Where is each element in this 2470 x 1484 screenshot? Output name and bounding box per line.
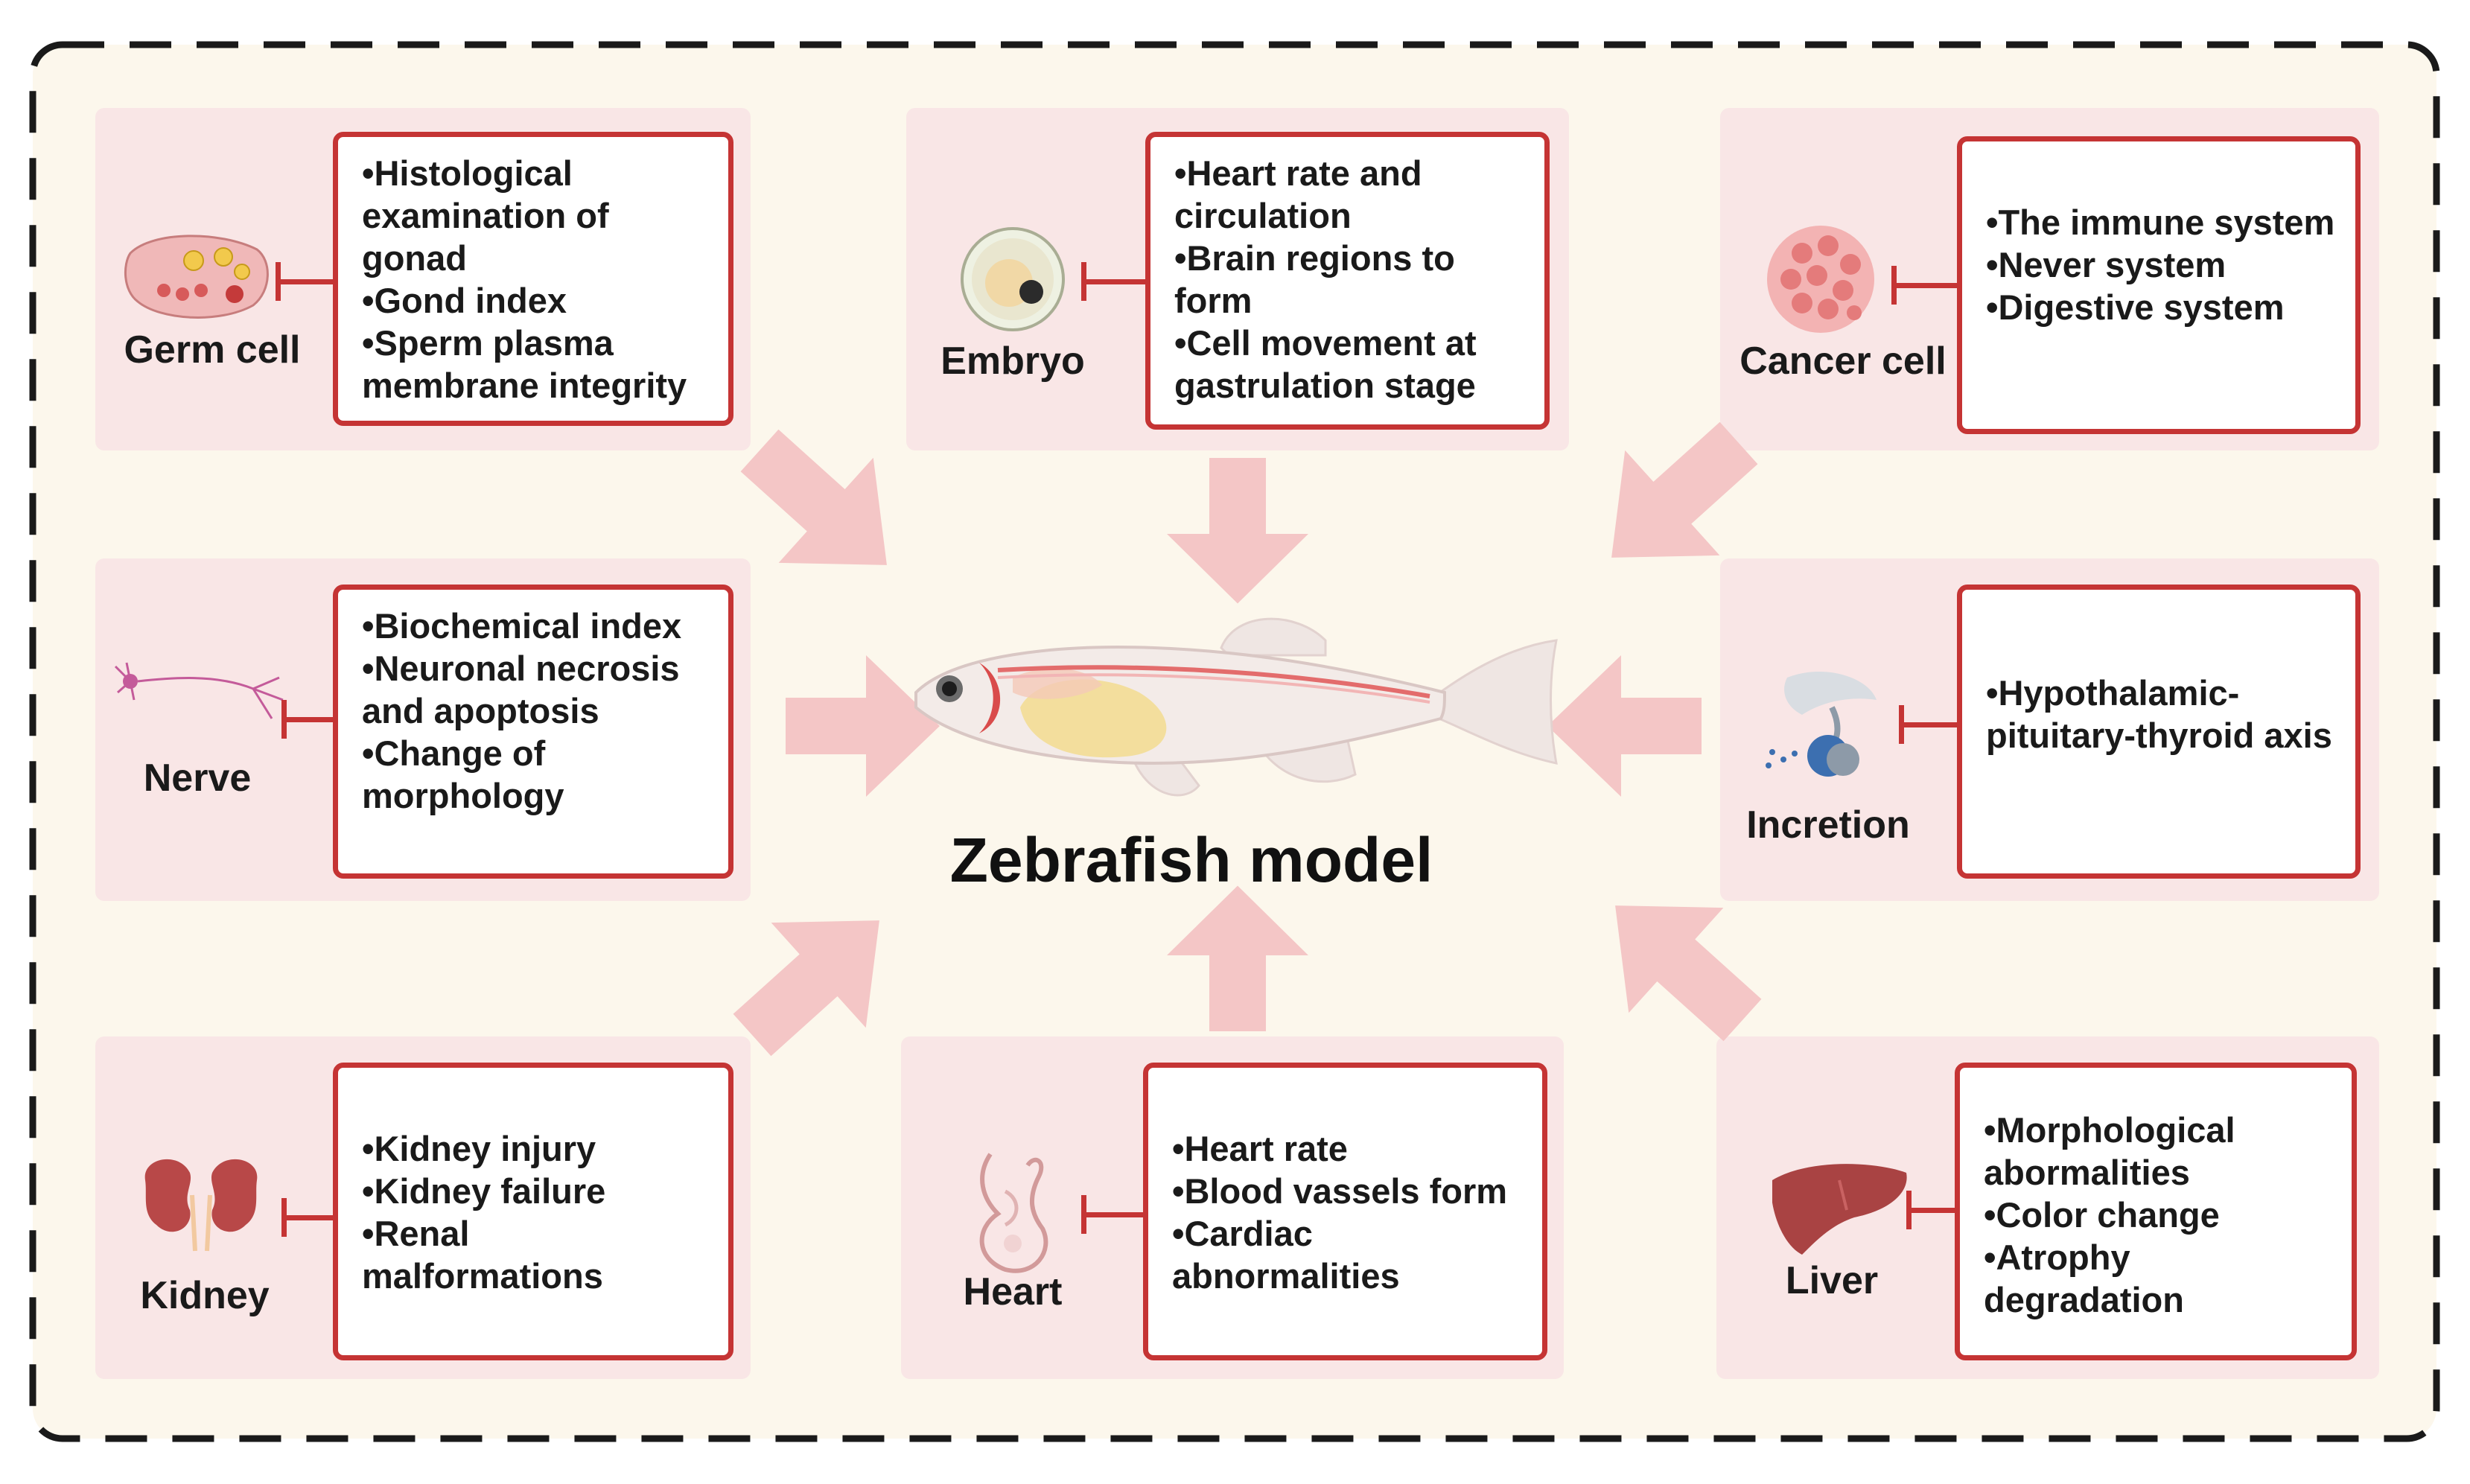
center-title: Zebrafish model [949,825,1433,895]
nerve-box: Biochemical index Neuronal necrosis and … [333,585,733,879]
arrow-from-kidney [704,867,927,1088]
nerve-label: Nerve [143,757,252,800]
embryo-item: Brain regions to form [1174,237,1525,322]
kidney-label: Kidney [140,1274,270,1317]
liver-item: Morphological abormalities [1984,1109,2332,1194]
nerve-connector [285,717,335,722]
germ-cell-item: Histological examination of gonad [362,152,709,279]
cancer-cell-connector [1895,283,1958,288]
kidney-connector-cap [281,1198,287,1237]
germ-cell-box: Histological examination of gonad Gond i… [333,132,733,426]
arrow-from-germ-cell [712,398,935,618]
embryo-label: Embryo [940,340,1085,383]
embryo-connector [1086,279,1145,284]
nerve-item: Neuronal necrosis and apoptosis [362,647,709,732]
nerve-item: Biochemical index [362,605,709,647]
heart-item: Cardiac abnormalities [1172,1212,1523,1297]
neuron-icon [114,662,284,719]
heart-box: Heart rate Blood vassels form Cardiac ab… [1143,1063,1547,1360]
zebrafish-illustration [914,617,1558,797]
kidney-box: Kidney injury Kidney failure Renal malfo… [333,1063,733,1360]
germ-cell-label: Germ cell [124,328,301,372]
embryo-box: Heart rate and circulation Brain regions… [1145,132,1550,430]
incretion-label: Incretion [1746,803,1910,847]
germ-cell-connector [279,279,335,284]
embryo-icon [961,227,1065,331]
incretion-connector-cap [1899,705,1904,744]
incretion-item: Hypothalamic-pituitary-thyroid axis [1986,672,2336,757]
cancer-cell-box: The immune system Never system Digestive… [1957,136,2361,434]
arrow-from-cancer-cell [1564,390,1786,611]
cancer-cell-icon [1767,226,1874,333]
embryo-item: Heart rate and circulation [1174,152,1525,237]
heart-item: Heart rate [1172,1127,1523,1170]
germ-cell-connector-cap [276,262,281,301]
cancer-cell-item: The immune system [1986,201,2336,243]
ovary-icon [124,235,269,319]
embryo-connector-cap [1081,262,1086,301]
pituitary-gland-icon [1766,671,1877,777]
liver-connector-cap [1906,1191,1912,1229]
cancer-cell-label: Cancer cell [1739,340,1947,383]
kidney-connector [285,1215,335,1220]
germ-cell-item: Gond index [362,279,709,322]
kidney-icon [144,1159,258,1252]
cancer-cell-item: Digestive system [1986,286,2336,328]
liver-connector [1910,1208,1956,1213]
germ-cell-item: Sperm plasma membrane integrity [362,322,709,407]
incretion-box: Hypothalamic-pituitary-thyroid axis [1957,585,2361,879]
arrow-from-liver [1567,853,1790,1073]
cancer-cell-connector-cap [1891,266,1897,305]
kidney-item: Kidney failure [362,1170,709,1212]
liver-item: Atrophy degradation [1984,1236,2332,1321]
heart-label: Heart [963,1270,1063,1313]
liver-box: Morphological abormalities Color change … [1955,1063,2357,1360]
embryo-item: Cell movement at gastrulation stage [1174,322,1525,407]
heart-connector [1086,1212,1145,1217]
heart-item: Blood vassels form [1172,1170,1523,1212]
heart-connector-cap [1081,1195,1086,1234]
arrow-from-heart [1167,885,1308,1031]
kidney-item: Kidney injury [362,1127,709,1170]
kidney-item: Renal malformations [362,1212,709,1297]
incretion-connector [1903,722,1958,727]
nerve-connector-cap [281,700,287,739]
nerve-item: Change of morphology [362,732,709,817]
liver-icon [1772,1164,1907,1255]
liver-item: Color change [1984,1194,2332,1236]
liver-label: Liver [1785,1259,1879,1302]
arrow-from-embryo [1167,458,1308,604]
cancer-cell-item: Never system [1986,243,2336,286]
heart-icon [979,1153,1048,1273]
